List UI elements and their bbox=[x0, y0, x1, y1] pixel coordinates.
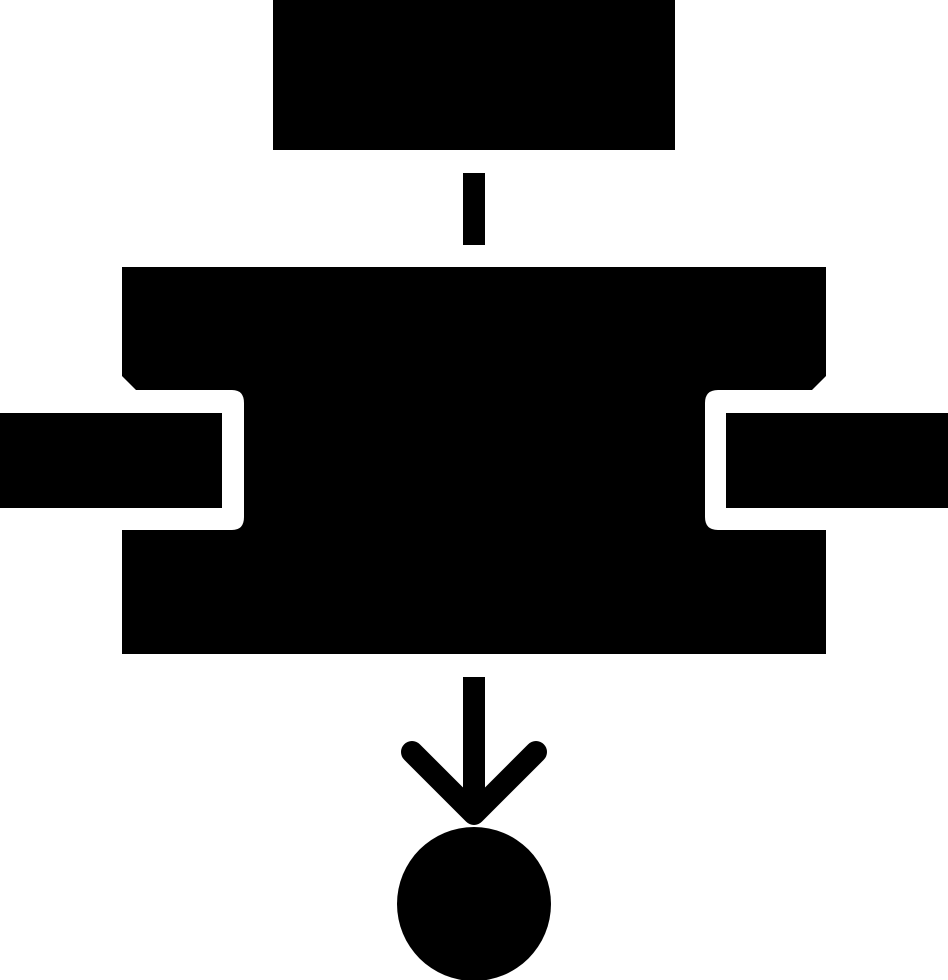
top-block-icon bbox=[273, 0, 675, 150]
down-arrow-icon bbox=[401, 677, 547, 825]
connector-line-icon bbox=[463, 173, 485, 245]
arrow-shaft bbox=[463, 677, 485, 817]
arrow-head bbox=[401, 741, 547, 825]
left-side-connector-icon bbox=[0, 413, 222, 508]
right-side-connector-icon bbox=[726, 413, 948, 508]
main-process-block-icon bbox=[122, 267, 826, 654]
end-circle-icon bbox=[397, 827, 551, 980]
